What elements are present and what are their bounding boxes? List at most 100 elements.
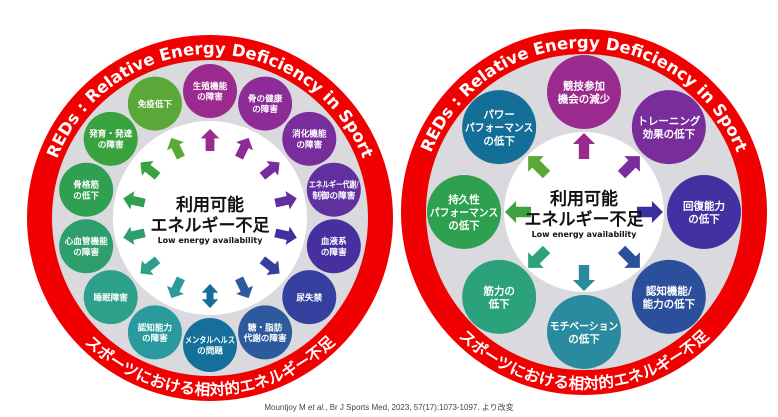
right-center-line2: エネルギー不足 <box>525 210 644 230</box>
right-arrow-icon <box>528 156 551 179</box>
right-item-label: トレーニング <box>637 115 700 128</box>
left-item-label: 尿失禁 <box>296 291 322 303</box>
left-item-label: メンタルヘルス <box>185 334 235 346</box>
right-item-label: 機会の減少 <box>558 93 611 106</box>
citation: Mountjoy M et al., Br J Sports Med, 2023… <box>0 402 778 413</box>
left-arrow-icon <box>259 161 280 180</box>
left-arrow-icon <box>123 191 146 210</box>
left-arrow-icon <box>123 226 146 245</box>
right-item-circle <box>462 259 537 334</box>
left-item: 尿失禁 <box>282 270 337 325</box>
left-item-label: 骨格筋 <box>73 179 99 191</box>
right-item-circle <box>631 259 706 334</box>
right-item-label: の低下 <box>483 134 515 147</box>
right-item-label: 回復能力 <box>683 199 725 212</box>
citation-etal: et al. <box>307 403 326 412</box>
left-item-label: の障害 <box>321 246 347 258</box>
left-item-label: 血液系 <box>321 235 347 247</box>
left-wheel: REDs : Relative Energy Deficiency in Spo… <box>27 35 393 401</box>
left-arrow-icon <box>200 129 220 151</box>
right-arrow-icon <box>617 156 640 179</box>
left-item-label: の問題 <box>197 346 223 357</box>
left-item-label: 睡眠障害 <box>94 291 129 303</box>
right-arrow-icon <box>528 245 551 268</box>
left-item-label: 免疫低下 <box>138 98 173 110</box>
left-arrow-icon <box>235 276 253 299</box>
right-arrow-icon <box>572 265 596 291</box>
right-center-en: Low energy availability <box>532 230 638 239</box>
left-item-circle <box>59 219 114 274</box>
right-item-label: 競技参加 <box>563 79 605 92</box>
left-item-circle <box>238 305 293 360</box>
left-item: 睡眠障害 <box>83 270 138 325</box>
left-arrow-icon <box>274 191 297 210</box>
left-item-label: 生殖機能 <box>193 80 228 92</box>
left-arrow-icon <box>201 283 219 309</box>
right-item-label: 能力の低下 <box>643 297 696 310</box>
left-item-circle <box>127 305 182 360</box>
left-center-disc <box>113 121 307 315</box>
left-item-circle <box>83 270 138 325</box>
left-item-circle <box>282 111 337 166</box>
left-item-label: 消化機能 <box>292 128 327 140</box>
right-item: 認知機能/能力の低下 <box>631 259 706 334</box>
left-item-label: の障害 <box>73 246 99 258</box>
right-item-label: 持久性 <box>448 193 480 206</box>
left-arrow-icon <box>140 256 161 275</box>
left-item: エネルギー代謝/制御の障害 <box>306 162 361 217</box>
left-item-label: 心血管機能 <box>65 235 108 247</box>
left-item-label: の障害 <box>98 138 124 150</box>
right-item-circle <box>547 295 621 369</box>
left-item-label: 代謝の障害 <box>243 332 287 344</box>
right-item-label: の低下 <box>568 333 600 346</box>
left-item-label: 糖・脂肪 <box>248 321 283 333</box>
right-center-line1: 利用可能 <box>550 188 618 209</box>
right-item-circle <box>667 175 741 249</box>
left-item-circle <box>183 318 237 372</box>
right-item-label: パフォーマンス <box>430 207 498 219</box>
right-item-label: パワー <box>483 109 515 121</box>
left-arrow-icon <box>235 137 253 160</box>
left-item-circle <box>83 111 138 166</box>
left-center-line2: エネルギー不足 <box>151 216 270 236</box>
left-center-line1: 利用可能 <box>176 194 244 215</box>
right-item-label: 低下 <box>488 297 510 310</box>
left-item-label: 発育・発達 <box>88 128 132 140</box>
right-item-circle <box>631 90 706 165</box>
right-arrow-icon <box>505 200 531 224</box>
left-arrow-icon <box>274 226 297 245</box>
right-item-label: パフォーマンス <box>465 122 533 134</box>
left-arrow-icon <box>140 161 161 180</box>
right-item-label: の低下 <box>448 219 480 232</box>
left-item-label: の低下 <box>73 189 99 201</box>
left-item-label: の障害 <box>252 103 278 115</box>
left-item-label: 制御の障害 <box>312 189 355 201</box>
right-item-label: の低下 <box>688 213 720 226</box>
right-item-circle <box>427 175 501 249</box>
citation-rest: , Br J Sports Med, 2023, 57(17):1073-109… <box>325 403 514 412</box>
right-arrow-icon <box>637 200 663 224</box>
left-item-label: の障害 <box>142 332 168 344</box>
right-arrow-icon <box>617 245 640 268</box>
left-arrow-icon <box>259 256 280 275</box>
left-arrow-icon <box>167 276 185 299</box>
left-item-circle <box>183 64 237 118</box>
left-item-circle <box>238 76 293 131</box>
right-arrow-icon <box>572 133 596 159</box>
left-center-en: Low energy availability <box>158 236 264 245</box>
left-item-circle <box>306 219 361 274</box>
citation-authors: Mountjoy M <box>264 403 308 412</box>
left-item-circle <box>282 270 337 325</box>
right-item-label: 効果の低下 <box>643 128 696 141</box>
